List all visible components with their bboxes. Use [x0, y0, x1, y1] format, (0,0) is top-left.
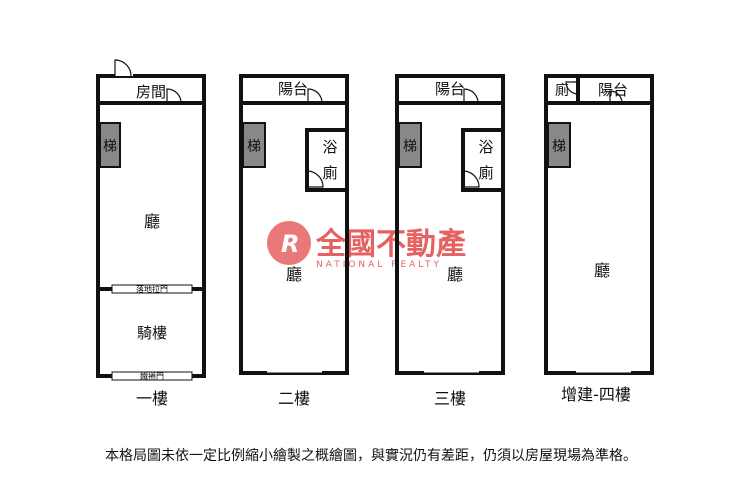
stairs — [547, 122, 571, 168]
floor-label: 增建-四樓 — [561, 385, 631, 404]
door-swing-icon — [609, 90, 623, 104]
room-label-stairs: 梯 — [247, 139, 261, 155]
room-label-stairs: 梯 — [403, 139, 417, 155]
floor-label: 二樓 — [278, 389, 310, 408]
door-swing-icon — [166, 88, 182, 104]
room-label-hall: 廳 — [144, 212, 160, 231]
room-label-bath: 浴 — [322, 138, 337, 156]
floor-label: 三樓 — [434, 389, 466, 408]
room-label-toilet: 廁 — [555, 82, 569, 99]
rolling-shutter — [111, 371, 193, 381]
shutter-label: 鐵捲門 — [140, 371, 164, 381]
watermark-logo-icon — [267, 221, 311, 265]
door-swing-icon — [565, 81, 579, 95]
stairs — [242, 122, 266, 168]
room-label-hall: 廳 — [286, 265, 302, 284]
plan-floor-3: 陽台 梯 浴 廁 廳 三樓 — [395, 74, 505, 408]
plan-floor-2: 陽台 梯 浴 廁 廳 二樓 — [239, 74, 349, 408]
plan-floor-1: 房間 梯 廳 落地拉門 騎樓 鐵捲門 一樓 — [96, 59, 206, 408]
room-label-balcony: 陽台 — [435, 80, 465, 98]
room-label-stairs: 梯 — [552, 139, 566, 155]
room-label-stairs: 梯 — [103, 139, 117, 155]
outer-wall — [239, 74, 349, 375]
door-swing-icon — [463, 88, 479, 104]
room-label-bedroom: 房間 — [136, 83, 166, 101]
room-label-balcony: 陽台 — [278, 80, 308, 98]
svg-text:R: R — [281, 230, 299, 258]
watermark-sub: NATIONAL REALTY — [316, 260, 442, 270]
room-label-balcony: 陽台 — [598, 81, 628, 99]
stairs — [99, 122, 121, 168]
watermark: R 全國不動產 NATIONAL REALTY — [267, 221, 466, 270]
sliding-door — [111, 284, 193, 294]
door-swing-icon — [462, 170, 480, 188]
disclaimer: 本格局圖未依一定比例縮小繪製之概繪圖，與實況仍有差距，仍須以房屋現場為準格。 — [105, 447, 637, 464]
stairs — [398, 122, 422, 168]
room-label-toilet: 廁 — [322, 164, 337, 182]
room-label-hall: 廳 — [594, 261, 610, 280]
room-label-hall: 廳 — [447, 265, 463, 284]
room-label-toilet: 廁 — [478, 164, 493, 182]
watermark-brand: 全國不動產 — [315, 227, 466, 262]
sliding-door-label: 落地拉門 — [136, 284, 168, 294]
bathroom — [305, 128, 349, 192]
floor-label: 一樓 — [136, 389, 168, 408]
room-label-bath: 浴 — [478, 138, 493, 156]
room-label-arcade: 騎樓 — [137, 324, 167, 342]
plan-floor-4: 廁 陽台 梯 廳 增建-四樓 — [544, 74, 654, 404]
bathroom — [461, 128, 505, 192]
outer-wall — [544, 74, 654, 375]
door-swing-icon — [114, 59, 132, 77]
outer-wall — [395, 74, 505, 375]
door-swing-icon — [307, 88, 323, 104]
door-swing-icon — [306, 170, 324, 188]
